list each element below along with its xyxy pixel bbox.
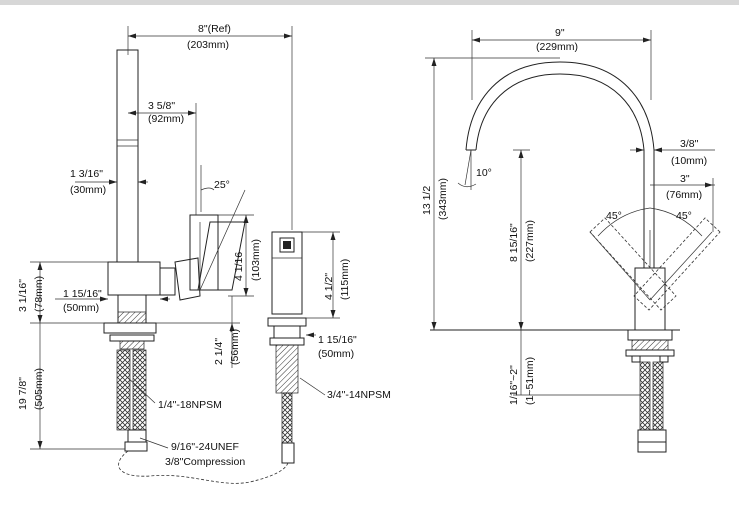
- front-width-in: 9": [555, 27, 565, 39]
- hose-length-in: 19 7/8": [17, 377, 29, 410]
- side-view-dimensions: [30, 26, 293, 450]
- thread-1: 1/4"-18NPSM: [158, 399, 222, 411]
- spray-width-in: 1 15/16": [318, 334, 357, 346]
- thread-2: 9/16"-24UNEF: [171, 441, 239, 453]
- hose-length-mm: (505mm): [33, 368, 45, 410]
- body-width-in: 1 3/16": [70, 168, 103, 180]
- handle-reach-mm: (76mm): [666, 189, 702, 201]
- spray-thread: 3/4"-14NPSM: [327, 389, 391, 401]
- side-view-faucet: [103, 49, 246, 452]
- spout-reach-in: 3 5/8": [148, 100, 175, 112]
- shank-mm: (56mm): [229, 329, 241, 365]
- base-height-in: 3 1/16": [17, 279, 29, 312]
- base-height-mm: (78mm): [33, 276, 45, 312]
- handle-height-in: 4 1/16: [233, 252, 245, 281]
- outlet-mm: (10mm): [671, 155, 707, 167]
- dimension-labels: 8"(Ref) (203mm) 3 5/8" (92mm) 1 3/16" (3…: [17, 23, 707, 468]
- outlet-in: 3/8": [680, 138, 699, 150]
- handle-reach-in: 3": [680, 173, 690, 185]
- body-width-mm: (30mm): [70, 184, 106, 196]
- front-view-dimensions: [425, 30, 715, 396]
- base-width-mm: (50mm): [63, 302, 99, 314]
- shank-in: 2 1/4": [213, 338, 225, 365]
- spout-height-in: 8 15/16": [508, 223, 520, 262]
- front-width-mm: (229mm): [536, 41, 578, 53]
- spray-height-in: 4 1/2": [323, 273, 335, 300]
- top-border: [0, 0, 739, 5]
- spout-height-mm: (227mm): [524, 220, 536, 262]
- front-height-in: 13 1/2: [421, 186, 433, 215]
- base-width-in: 1 15/16": [63, 288, 102, 300]
- spout-reach-mm: (92mm): [148, 113, 184, 125]
- side-width-in: 8"(Ref): [198, 23, 231, 35]
- side-width-mm: (203mm): [187, 39, 229, 51]
- spray-width-mm: (50mm): [318, 348, 354, 360]
- spout-angle: 10°: [476, 167, 492, 179]
- handle-height-mm: (103mm): [250, 239, 262, 281]
- deck-in: 1/16"~2": [508, 365, 520, 405]
- spray-height-mm: (115mm): [339, 259, 351, 300]
- angle-left: 45°: [606, 210, 622, 222]
- handle-angle: 25°: [214, 179, 230, 191]
- front-height-mm: (343mm): [437, 178, 449, 220]
- angle-right: 45°: [676, 210, 692, 222]
- front-view-faucet: [430, 61, 721, 453]
- side-spray: [118, 231, 340, 484]
- deck-mm: (1~51mm): [524, 357, 536, 405]
- compression: 3/8"Compression: [165, 456, 245, 468]
